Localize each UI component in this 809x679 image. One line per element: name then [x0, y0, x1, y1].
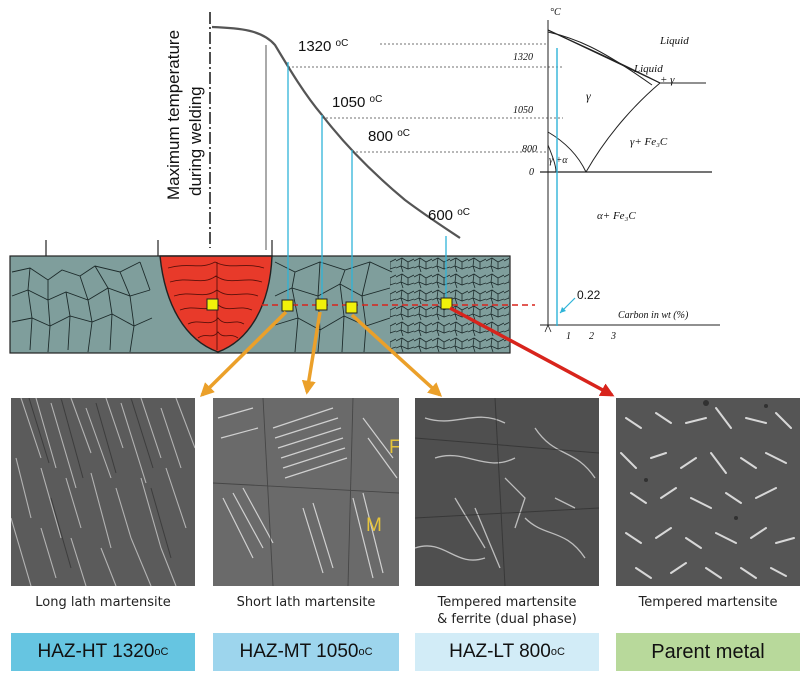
zone-label-haz-lt: HAZ-LT 800 oC	[415, 633, 599, 671]
zone-label-haz-ht: HAZ-HT 1320 oC	[11, 633, 195, 671]
micrograph-haz-ht	[11, 398, 195, 586]
region-liquid: Liquid	[659, 35, 689, 47]
phase-diagram: °C 1320 1050 800 0 1 2 3 Carbon in wt (%…	[513, 7, 720, 342]
marker-haz-ht	[281, 299, 294, 312]
weld-thermal-diagram: Maximum temperature during welding 1320 …	[9, 7, 720, 397]
micrograph-haz-mt: F M	[213, 398, 399, 586]
phase-y-tick-1050: 1050	[513, 105, 533, 116]
carbon-marker-label: 0.22	[577, 288, 601, 302]
phase-y-unit: °C	[550, 7, 561, 18]
temp-label-1050: 1050 oC	[332, 94, 382, 111]
region-gamma-alpha: γ +α	[549, 155, 568, 166]
region-liquid-gamma-2: + γ	[660, 74, 675, 86]
temp-label-1320: 1320 oC	[298, 38, 348, 55]
marker-weld	[206, 298, 219, 311]
region-liquid-gamma: Liquid	[633, 63, 663, 75]
phase-x-label: Carbon in wt (%)	[618, 310, 689, 321]
pointer-arrows	[200, 306, 615, 397]
phase-mark-f: F	[389, 437, 399, 458]
phase-y-tick-1320: 1320	[513, 52, 533, 63]
phase-x-tick-3: 3	[610, 331, 616, 342]
micrograph-haz-lt	[415, 398, 599, 586]
phase-y-tick-800: 800	[522, 144, 537, 155]
caption-haz-mt: Short lath martensite	[236, 595, 376, 610]
caption-haz-lt: Tempered martensite& ferrite (dual phase…	[437, 595, 577, 627]
caption-haz-ht: Long lath martensite	[35, 595, 171, 610]
weld-cross-section	[9, 240, 535, 354]
zone-label-parent: Parent metal	[616, 633, 800, 671]
phase-y-tick-0: 0	[529, 167, 534, 178]
phase-x-tick-1: 1	[566, 331, 571, 342]
zone-label-haz-mt: HAZ-MT 1050 oC	[213, 633, 399, 671]
phase-x-tick-2: 2	[589, 331, 594, 342]
temperature-axis-label: Maximum temperature	[164, 30, 183, 200]
projection-lines	[288, 43, 563, 153]
location-markers	[206, 297, 453, 314]
temperature-axis-label-2: during welding	[186, 86, 205, 196]
temperature-labels: 1320 oC 1050 oC 800 oC 600 oC	[298, 38, 470, 224]
phase-mark-m: M	[366, 515, 382, 536]
region-gamma: γ	[586, 89, 591, 103]
marker-haz-lt	[345, 301, 358, 314]
marker-haz-mt	[315, 298, 328, 311]
micrograph-parent	[616, 398, 800, 586]
region-gamma-fe3c: γ+ Fe₃C	[630, 136, 668, 148]
probe-lines	[287, 62, 447, 307]
region-alpha-fe3c: α+ Fe₃C	[597, 210, 636, 222]
temp-label-600: 600 oC	[428, 207, 470, 224]
temperature-axis: Maximum temperature during welding	[164, 12, 267, 250]
marker-parent	[440, 297, 453, 310]
temp-label-800: 800 oC	[368, 128, 410, 145]
caption-parent: Tempered martensite	[638, 595, 778, 610]
peak-temperature-curve	[211, 25, 461, 239]
